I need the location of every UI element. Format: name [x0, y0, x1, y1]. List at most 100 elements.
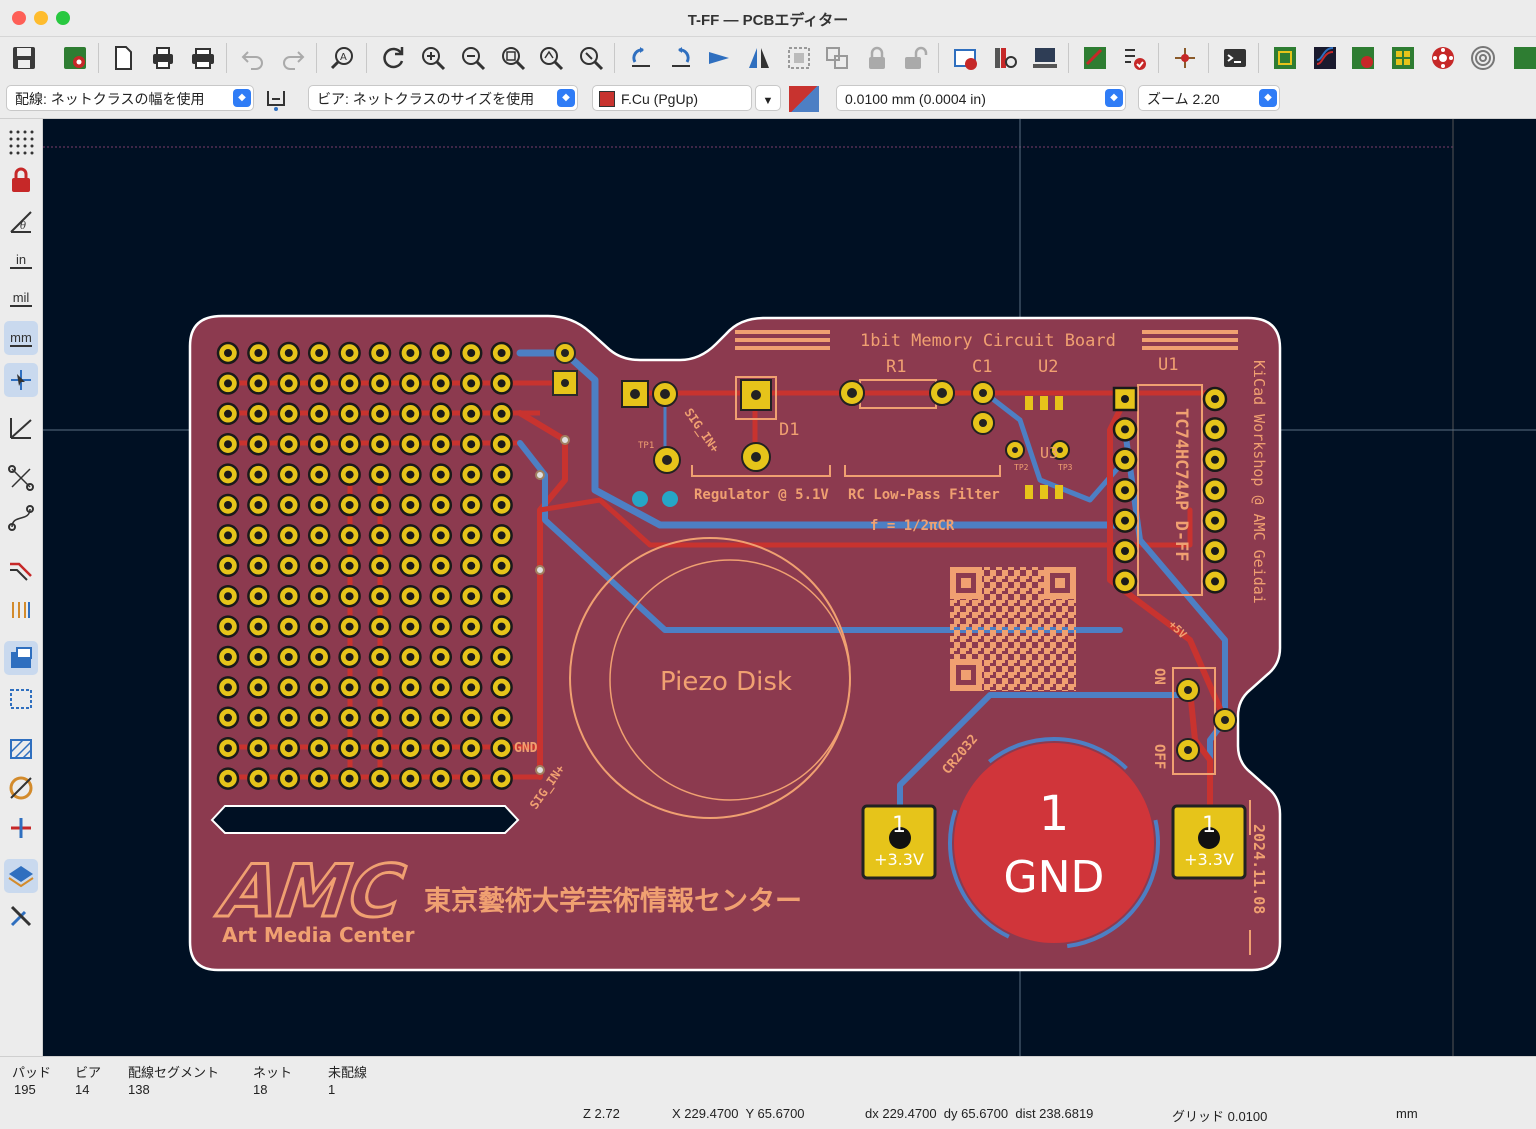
units-mils-button[interactable]: mil	[4, 281, 38, 315]
zoom-window-button[interactable]	[56, 11, 70, 25]
perfboard-pad-hole	[315, 531, 324, 540]
flip-icon	[709, 52, 729, 64]
save-button[interactable]	[7, 41, 41, 75]
u1-ic-pads[interactable]	[1112, 386, 1228, 594]
layer-dropdown-button[interactable]: ▼	[755, 85, 781, 111]
units-inches-button[interactable]: in	[4, 243, 38, 277]
cursor-shape-button[interactable]	[4, 363, 38, 397]
battery-gnd-pad[interactable]	[954, 743, 1154, 943]
layer-color-swatch	[599, 91, 615, 107]
lock-button[interactable]	[860, 41, 894, 75]
plugin-3-button[interactable]	[1346, 41, 1380, 75]
undo-button[interactable]	[236, 41, 270, 75]
plugin-rings-icon	[1471, 46, 1495, 70]
units-mm-button[interactable]: mm	[4, 321, 38, 355]
curved-ratsnest-button[interactable]	[4, 501, 38, 535]
plugin-5-button[interactable]	[1426, 41, 1460, 75]
zoom-fit-button[interactable]	[496, 41, 530, 75]
unlock-button[interactable]	[898, 41, 932, 75]
layers-manager-button[interactable]	[4, 859, 38, 893]
plugin-6-button[interactable]	[1466, 41, 1500, 75]
minimize-window-button[interactable]	[34, 11, 48, 25]
perfboard-pad-hole	[284, 774, 293, 783]
perfboard-pad-hole	[467, 409, 476, 418]
plugin-circle-icon	[1432, 47, 1454, 69]
perfboard-header-pads[interactable]	[552, 342, 578, 396]
segments-label: 配線セグメント	[128, 1065, 220, 1080]
track-display-button[interactable]	[4, 551, 38, 585]
ratsnest-button[interactable]	[4, 461, 38, 495]
ungroup-icon	[826, 47, 848, 69]
grid-toggle-button[interactable]	[4, 125, 38, 159]
properties-button[interactable]	[4, 899, 38, 933]
perfboard-pad-hole	[376, 470, 384, 479]
update-from-schematic-button[interactable]	[1078, 41, 1112, 75]
pad-display-button[interactable]	[4, 771, 38, 805]
print-button[interactable]	[146, 41, 180, 75]
polar-coords-button[interactable]: θ	[4, 205, 38, 239]
board-setup-button[interactable]	[58, 41, 92, 75]
perfboard-pad-hole	[406, 349, 415, 357]
layer-pair-swatch[interactable]	[789, 86, 819, 112]
track-width-select[interactable]: 配線: ネットクラスの幅を使用 ◆	[6, 85, 254, 111]
refresh-button[interactable]	[376, 41, 410, 75]
zoom-objects-button[interactable]	[534, 41, 568, 75]
plugin-2-button[interactable]	[1308, 41, 1342, 75]
drc-button[interactable]	[1118, 41, 1152, 75]
perfboard-pad-hole	[345, 501, 354, 509]
perfboard-pad-hole	[254, 653, 263, 661]
perfboard-pad-hole	[406, 501, 415, 509]
perfboard-pad-hole	[254, 561, 263, 570]
ref-tp3: TP3	[1058, 463, 1073, 472]
plugin-1-button[interactable]	[1268, 41, 1302, 75]
plot-button[interactable]	[186, 41, 220, 75]
via-size-value: ビア: ネットクラスのサイズを使用	[317, 91, 535, 107]
3d-viewer-button[interactable]	[1028, 41, 1062, 75]
lock-overrides-button[interactable]	[4, 163, 38, 197]
perfboard-pad-hole	[497, 683, 506, 692]
close-window-button[interactable]	[12, 11, 26, 25]
flip-button[interactable]	[702, 41, 736, 75]
perfboard-pads	[216, 341, 513, 790]
rotate-ccw-button[interactable]	[624, 41, 658, 75]
perfboard-pad-hole	[254, 774, 263, 783]
find-button[interactable]: A	[326, 41, 360, 75]
grid-select[interactable]: 0.0100 mm (0.0004 in) ◆	[836, 85, 1126, 111]
regulator-pads[interactable]	[621, 379, 772, 507]
page-settings-button[interactable]	[106, 41, 140, 75]
zoom-selection-button[interactable]	[574, 41, 608, 75]
via-size-select[interactable]: ビア: ネットクラスのサイズを使用 ◆	[308, 85, 578, 111]
group-button[interactable]	[782, 41, 816, 75]
perfboard-pad-hole	[254, 470, 263, 479]
zoom-in-button[interactable]	[416, 41, 450, 75]
curved-ratsnest-icon	[8, 505, 34, 531]
zone-display-button[interactable]	[4, 641, 38, 675]
board-title: 1bit Memory Circuit Board	[860, 331, 1116, 351]
switch-on-label: ON	[1151, 668, 1167, 685]
net-inspector-button[interactable]	[1168, 41, 1202, 75]
zoom-select[interactable]: ズーム 2.20 ◆	[1138, 85, 1280, 111]
mirror-button[interactable]	[742, 41, 776, 75]
perfboard-pad-hole	[224, 379, 232, 388]
track-width-lock-button[interactable]	[259, 82, 293, 116]
zone-outline-button[interactable]	[4, 681, 38, 715]
units-readout: mm	[1396, 1106, 1418, 1121]
pcb-canvas[interactable]: AMC 1bit Memory Circuit Board R1 C1 U2 U…	[43, 119, 1536, 1056]
component-pads[interactable]	[839, 380, 1237, 762]
zoom-out-button[interactable]	[456, 41, 490, 75]
plugin-7-button[interactable]	[1508, 41, 1536, 75]
footprint-browser-button[interactable]	[988, 41, 1022, 75]
vias[interactable]	[535, 435, 570, 775]
via-display-button[interactable]	[4, 591, 38, 625]
layer-select[interactable]: F.Cu (PgUp)	[592, 85, 752, 111]
ungroup-button[interactable]	[820, 41, 854, 75]
scripting-console-button[interactable]	[1218, 41, 1252, 75]
perfboard-pad-hole	[345, 683, 354, 692]
plugin-4-button[interactable]	[1386, 41, 1420, 75]
footprint-editor-button[interactable]	[948, 41, 982, 75]
net-color-button[interactable]	[4, 811, 38, 845]
rotate-cw-button[interactable]	[664, 41, 698, 75]
redo-button[interactable]	[276, 41, 310, 75]
angle-snap-button[interactable]	[4, 411, 38, 445]
zone-fill-button[interactable]	[4, 731, 38, 765]
